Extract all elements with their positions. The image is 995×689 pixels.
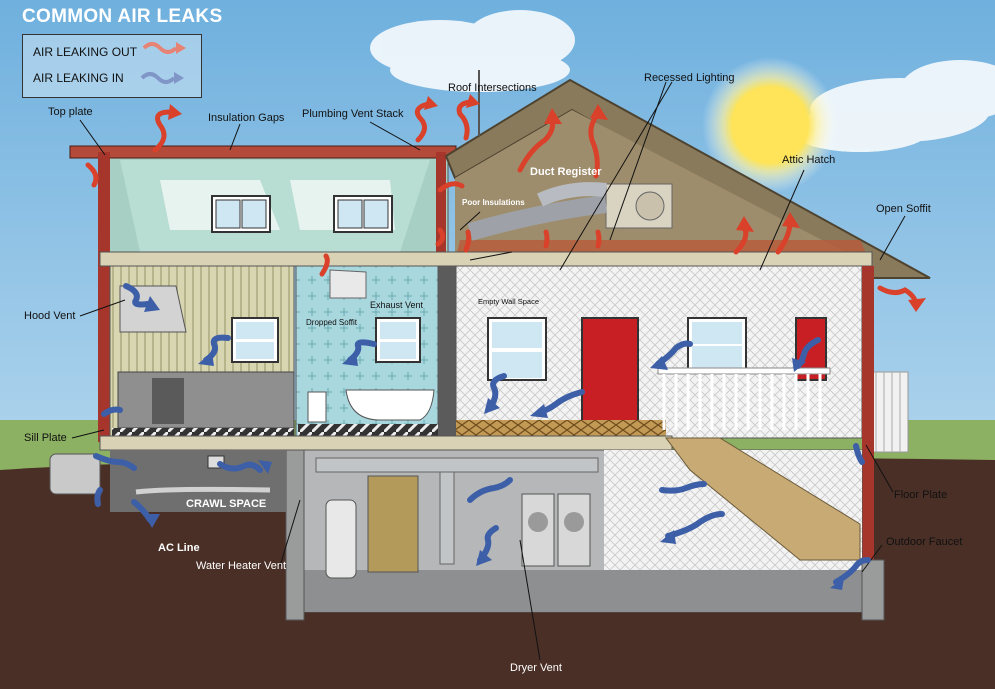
basement-duct-vertical — [439, 471, 455, 565]
label-crawl-space: CRAWL SPACE — [186, 498, 267, 510]
label-plumbing-vent-stack: Plumbing Vent Stack — [302, 108, 404, 120]
crawl-space — [110, 450, 286, 512]
water-heater — [325, 499, 357, 579]
middle-wall-framing — [436, 152, 446, 252]
living-window — [687, 317, 747, 371]
stair-railing — [657, 367, 831, 430]
label-empty-wall-space: Empty Wall Space — [478, 297, 539, 306]
living-window — [487, 317, 547, 381]
front-door — [581, 317, 639, 423]
right-wall-framing — [862, 266, 874, 606]
air-leaking-out-arrowheads — [168, 94, 926, 312]
legend-in-label: AIR LEAKING IN — [33, 71, 124, 85]
bathroom-floor — [298, 424, 438, 436]
oven — [152, 378, 184, 424]
sink — [307, 391, 327, 423]
bathroom-window — [375, 317, 421, 363]
ac-line-pipe — [135, 486, 271, 495]
air-leaking-out-arrows — [85, 99, 919, 307]
porch-railing — [871, 371, 909, 453]
label-poor-insulations: Poor Insulations — [462, 198, 525, 207]
dormer-window — [211, 195, 271, 233]
label-exhaust-vent: Exhaust Vent — [370, 300, 424, 310]
basement-floor — [300, 570, 862, 612]
legend-in-swatch — [140, 72, 176, 84]
foundation-left — [285, 449, 305, 621]
living-rug — [456, 420, 666, 438]
label-duct-register: Duct Register — [530, 166, 602, 178]
dormer-window — [333, 195, 393, 233]
label-attic-hatch: Attic Hatch — [782, 154, 836, 166]
legend: AIR LEAKING OUT AIR LEAKING IN — [22, 34, 202, 98]
legend-out-swatch — [142, 42, 178, 54]
top-plate-roof — [69, 145, 457, 159]
label-ac-line: AC Line — [158, 542, 200, 554]
air-leaking-in-arrowheads — [144, 296, 844, 590]
kitchen-window — [231, 317, 279, 363]
label-water-heater-vent: Water Heater Vent — [196, 560, 287, 572]
empty-wall-cavity — [438, 266, 456, 438]
label-dropped-soffit: Dropped Soffit — [306, 318, 357, 327]
label-insulation-gaps: Insulation Gaps — [208, 112, 285, 124]
label-recessed-lighting: Recessed Lighting — [644, 72, 735, 84]
pointer-lines — [71, 81, 906, 661]
dropped-soffit-box — [329, 269, 367, 299]
diagram-title: COMMON AIR LEAKS — [22, 6, 223, 27]
legend-out-label: AIR LEAKING OUT — [33, 45, 138, 59]
basement-duct — [315, 457, 599, 473]
label-floor-plate: Floor Plate — [894, 489, 948, 501]
foundation-right — [861, 559, 885, 621]
label-dryer-vent: Dryer Vent — [510, 662, 562, 674]
kitchen-cabinets — [117, 371, 295, 429]
label-hood-vent: Hood Vent — [24, 310, 76, 322]
upper-floor-slab — [99, 251, 873, 267]
bathtub — [345, 389, 435, 421]
ac-unit — [49, 453, 101, 495]
label-open-soffit: Open Soffit — [876, 203, 931, 215]
main-floor-slab — [99, 435, 673, 451]
kitchen-floor — [112, 428, 294, 438]
label-top-plate: Top plate — [48, 106, 93, 118]
furnace — [367, 475, 419, 573]
sun-core — [732, 87, 808, 163]
label-outdoor-faucet: Outdoor Faucet — [886, 536, 963, 548]
label-sill-plate: Sill Plate — [24, 432, 67, 444]
label-roof-intersections: Roof Intersections — [448, 82, 537, 94]
left-wall-framing — [98, 152, 110, 442]
